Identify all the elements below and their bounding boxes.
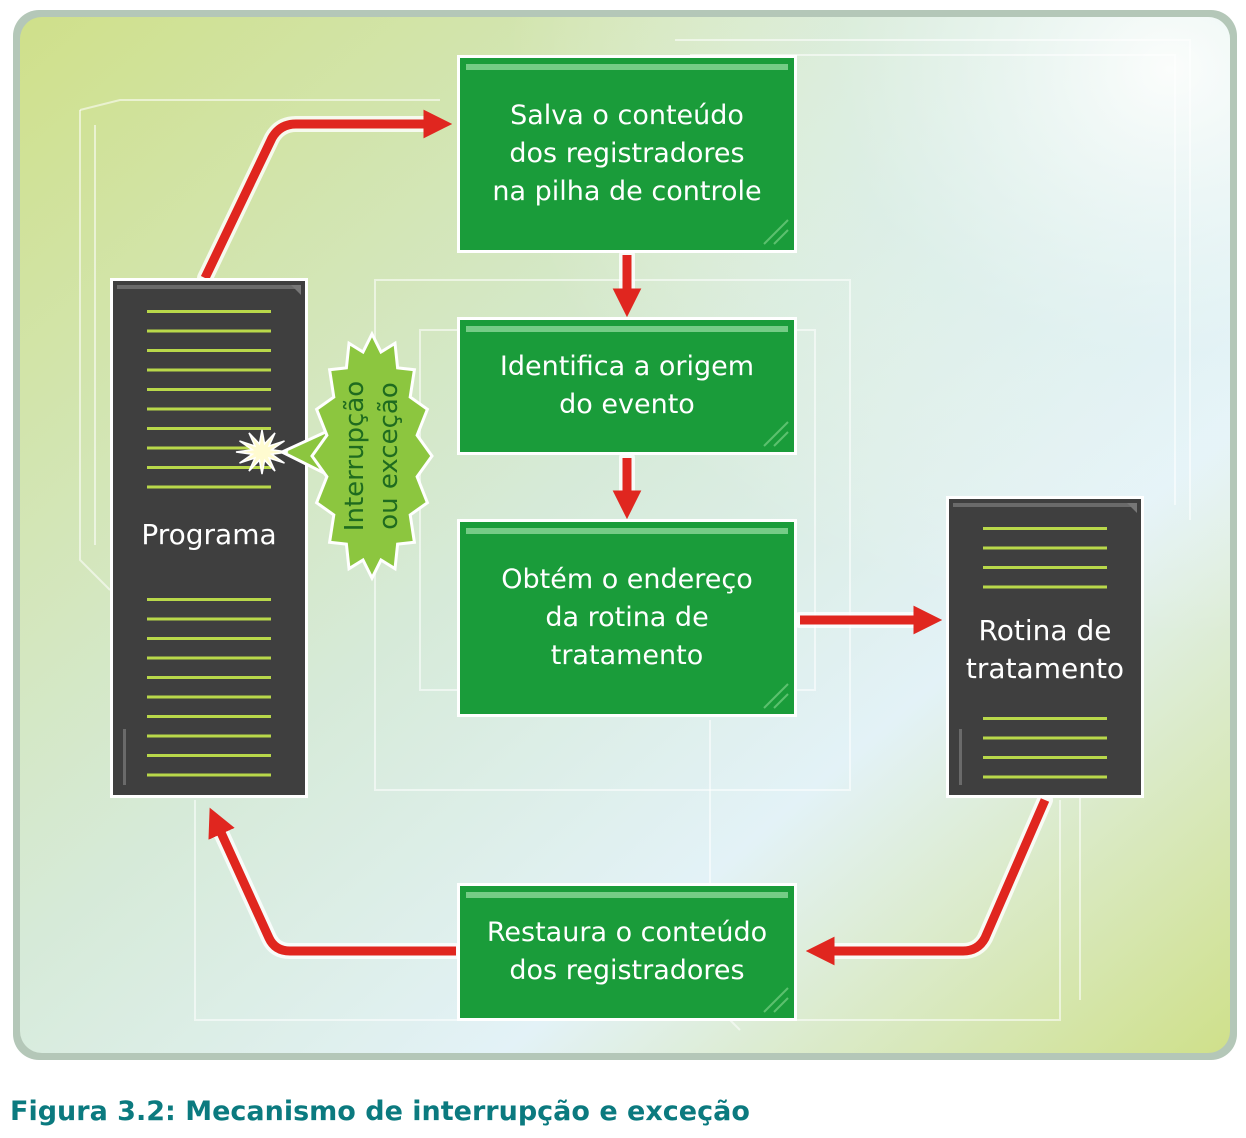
spark-icon [235, 429, 289, 475]
handler-computer [946, 496, 1144, 798]
background-panel [13, 10, 1237, 1060]
node-restore-registers: Restaura o conteúdo dos registradores [486, 917, 768, 986]
node-handler: Rotina de tratamento [965, 614, 1125, 685]
figure-caption: Figura 3.2: Mecanismo de interrupção e e… [10, 1096, 750, 1127]
code-line [983, 527, 1107, 530]
code-line [147, 329, 271, 333]
code-line [147, 656, 271, 660]
node-event: Interrupção ou exceção [340, 380, 404, 532]
flow-arrows [197, 109, 1053, 966]
identify-origin-box [457, 317, 797, 455]
restore-registers-box [457, 883, 797, 1021]
event-burst [235, 330, 434, 582]
code-line [147, 310, 271, 313]
node-get-address: Obtém o endereço da rotina de tratamento [501, 564, 753, 671]
save-registers-box [457, 55, 797, 253]
diagram-canvas [13, 10, 1237, 1060]
node-identify-origin: Identifica a origem do evento [499, 351, 755, 420]
code-line [147, 715, 271, 718]
computer-blocks [110, 278, 1144, 798]
code-line [147, 754, 271, 757]
code-line [147, 446, 271, 450]
code-line [147, 427, 271, 430]
code-line [147, 617, 271, 621]
node-save-registers: Salva o conteúdo dos registradores na pi… [492, 100, 762, 207]
arrow-restore-to-program [208, 807, 464, 959]
code-line [147, 368, 271, 372]
program-computer [110, 278, 308, 798]
code-line [983, 717, 1107, 720]
code-line [983, 775, 1107, 779]
code-line [147, 485, 271, 489]
code-line [983, 736, 1107, 740]
code-line [983, 566, 1107, 569]
code-line [147, 349, 271, 352]
code-line [147, 407, 271, 411]
arrow-handler-to-restore [805, 792, 1053, 966]
event-burst-shape [310, 330, 434, 582]
code-line [147, 388, 271, 391]
code-line [983, 756, 1107, 759]
code-line [147, 676, 271, 679]
code-line [147, 695, 271, 699]
code-line [147, 466, 271, 469]
code-line [983, 546, 1107, 550]
get-address-box [457, 519, 797, 717]
code-line [147, 598, 271, 601]
code-line [983, 585, 1107, 589]
process-boxes [457, 55, 797, 1021]
arrow-program-to-save [197, 109, 453, 286]
node-program: Programa [141, 518, 277, 551]
code-line [147, 773, 271, 777]
code-line [147, 734, 271, 738]
code-line [147, 637, 271, 640]
